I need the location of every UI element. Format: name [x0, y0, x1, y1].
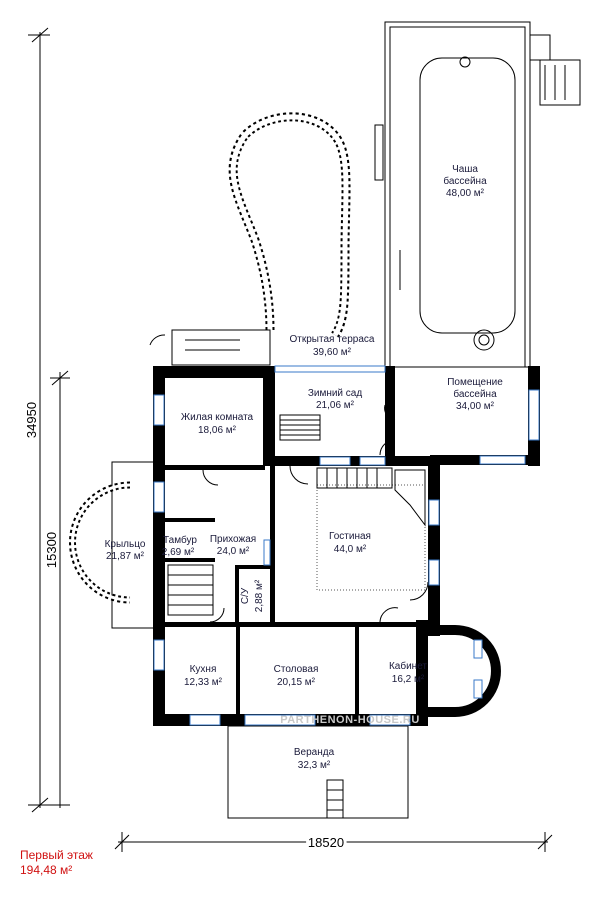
- hall-stairs: [167, 564, 214, 616]
- room-area-wc: 2,88 м²: [254, 579, 265, 612]
- windows: [153, 365, 540, 726]
- room-name-veranda: Веранда: [294, 747, 335, 758]
- room-name-kitchen: Кухня: [190, 664, 217, 675]
- room-name-vestibule: Тамбур: [163, 534, 197, 546]
- floor-caption: Первый этаж 194,48 м²: [20, 848, 93, 878]
- dimension-lines: [28, 27, 553, 852]
- dim-width: 18520: [308, 835, 344, 850]
- room-area-dining: 20,15 м²: [277, 677, 316, 688]
- room-area-lounge: 44,0 м²: [334, 544, 367, 555]
- room-name-bowl: Чаша: [452, 164, 478, 175]
- room-area-living: 18,06 м²: [198, 425, 237, 436]
- room-name-porch: Крыльцо: [105, 539, 146, 550]
- room-area-pool-room: 34,00 м²: [456, 401, 495, 412]
- lounge-zone: [316, 484, 426, 591]
- room-area-veranda: 32,3 м²: [298, 760, 331, 771]
- veranda-outline: [227, 725, 409, 819]
- room-area-kitchen: 12,33 м²: [184, 677, 223, 688]
- room-name-winter-garden: Зимний сад: [308, 388, 363, 399]
- study-bay-wall: [428, 625, 501, 717]
- room-area-vestibule: 2,69 м²: [162, 547, 195, 558]
- room-area-bowl: 48,00 м²: [446, 188, 485, 199]
- interior-walls: [165, 465, 430, 717]
- room-area-terrace: 39,60 м²: [313, 347, 352, 358]
- room-name-terrace: Открытая терраса: [290, 334, 375, 345]
- terrace-stairs: [149, 329, 271, 366]
- pool-room-outline: [384, 21, 581, 368]
- room-name-dining: Столовая: [274, 664, 319, 675]
- room-labels: Чаша бассейна 48,00 м² Открытая терраса …: [105, 164, 504, 771]
- lounge-stairs: [316, 467, 426, 527]
- room-name-hall: Прихожая: [210, 534, 256, 545]
- floor-label: Первый этаж: [20, 848, 93, 862]
- doors: [202, 404, 429, 623]
- dim-total-height: 34950: [24, 402, 39, 438]
- room-name-bowl-2: бассейна: [443, 175, 487, 187]
- floor-area: 194,48 м²: [20, 863, 73, 877]
- room-name-living: Жилая комната: [181, 412, 254, 423]
- room-area-porch: 21,87 м²: [106, 551, 145, 562]
- garden-stairs: [279, 414, 321, 441]
- watermark: PARTHENON-HOUSE.RU: [280, 714, 420, 726]
- room-name-pool-room-2: бассейна: [453, 388, 497, 400]
- room-area-hall: 24,0 м²: [217, 546, 250, 557]
- room-name-wc: С/У: [240, 587, 251, 604]
- room-area-winter-garden: 21,06 м²: [316, 400, 355, 411]
- dim-lower-height: 15300: [44, 532, 59, 568]
- room-name-study: Кабинет: [389, 660, 427, 672]
- room-name-lounge: Гостиная: [329, 531, 371, 542]
- terrace-posts: [374, 124, 384, 181]
- pool-stairs: [539, 59, 581, 106]
- room-name-pool-room: Помещение: [447, 377, 503, 388]
- room-area-study: 16,2 м²: [392, 674, 425, 685]
